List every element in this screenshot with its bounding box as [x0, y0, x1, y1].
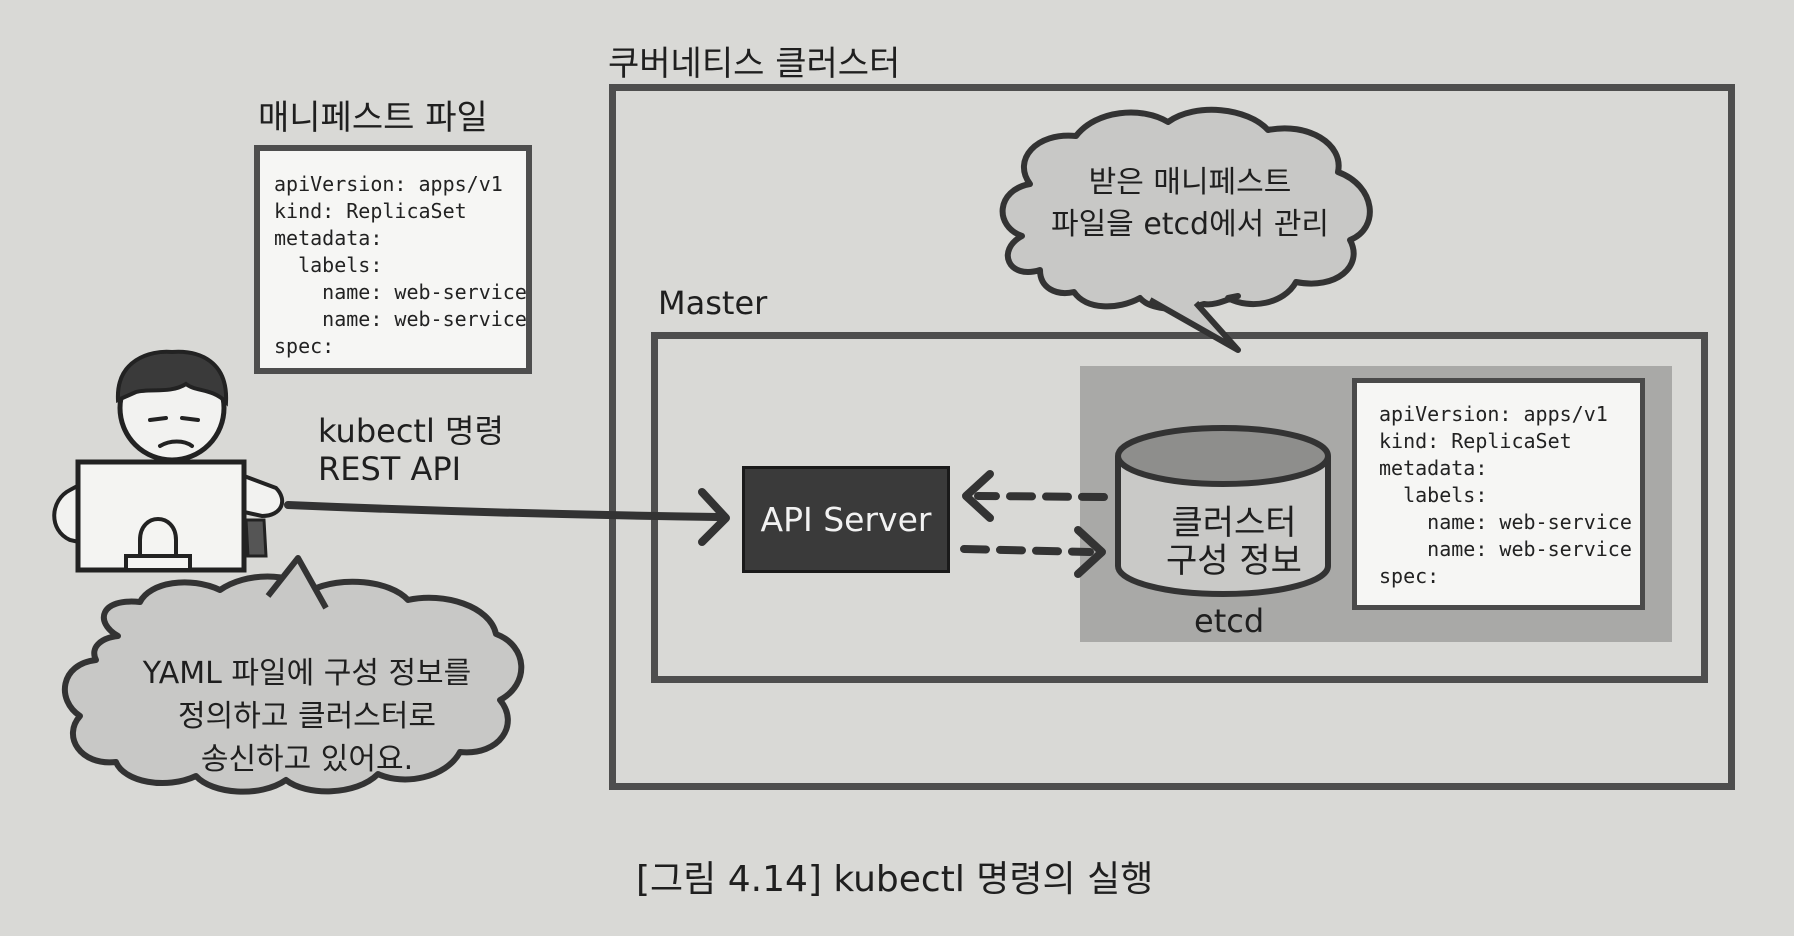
etcd-manifest-line: name: web-service — [1379, 510, 1632, 534]
manifest-line: labels: — [274, 253, 383, 277]
bottom-bubble-tail — [265, 555, 329, 610]
api-to-etcd-arrow — [960, 526, 1106, 578]
master-label: Master — [658, 284, 768, 322]
master-box — [651, 332, 1708, 683]
etcd-manifest-line: apiVersion: apps/v1 — [1379, 402, 1608, 426]
manifest-line: name: web-service — [274, 307, 527, 331]
etcd-to-api-arrow — [962, 470, 1108, 522]
bottom-bubble-line-3: 송신하고 있어요. — [200, 742, 414, 777]
manifest-line: kind: ReplicaSet — [274, 199, 467, 223]
cluster-title: 쿠버네티스 클러스터 — [608, 44, 901, 84]
bottom-bubble-line-1: YAML 파일에 구성 정보를 — [142, 656, 472, 691]
etcd-cylinder-icon — [1115, 425, 1331, 597]
etcd-cylinder-label: 클러스터 구성 정보 — [1134, 504, 1334, 580]
etcd-manifest-line: metadata: — [1379, 456, 1488, 480]
api-server-box: API Server — [742, 466, 950, 573]
etcd-manifest-line: name: web-service — [1379, 537, 1632, 561]
request-arrow — [284, 488, 730, 546]
etcd-manifest-box: apiVersion: apps/v1 kind: ReplicaSet met… — [1352, 378, 1645, 610]
manifest-line: spec: — [274, 334, 335, 358]
command-label: kubectl 명령 — [318, 412, 504, 450]
etcd-label: etcd — [1194, 602, 1265, 640]
api-server-label: API Server — [760, 500, 932, 539]
manifest-line: apiVersion: apps/v1 — [274, 172, 503, 196]
manifest-line: name: web-service — [274, 280, 527, 304]
cluster-box — [609, 84, 1735, 790]
etcd-manifest-line: labels: — [1379, 483, 1488, 507]
bottom-bubble-body — [62, 573, 525, 795]
manifest-line: metadata: — [274, 226, 383, 250]
top-bubble-text: 받은 매니페스트 파일을 etcd에서 관리 — [1040, 162, 1340, 246]
bottom-bubble-text: YAML 파일에 구성 정보를 정의하고 클러스터로 송신하고 있어요. — [82, 652, 532, 781]
cylinder-line-2: 구성 정보 — [1166, 541, 1302, 581]
etcd-manifest-line: spec: — [1379, 564, 1440, 588]
cylinder-line-1: 클러스터 — [1171, 503, 1297, 543]
manifest-file-box: apiVersion: apps/v1 kind: ReplicaSet met… — [254, 145, 532, 374]
top-bubble-tail — [1148, 297, 1241, 353]
top-bubble-line-1: 받은 매니페스트 — [1088, 165, 1292, 200]
bottom-bubble-line-2: 정의하고 클러스터로 — [178, 699, 436, 734]
figure-caption: [그림 4.14] kubectl 명령의 실행 — [636, 859, 1154, 900]
rest-api-label: REST API — [318, 450, 462, 488]
top-bubble-line-2: 파일을 etcd에서 관리 — [1050, 207, 1330, 242]
user-person-icon — [52, 349, 285, 573]
manifest-title: 매니페스트 파일 — [258, 98, 488, 138]
etcd-manifest-line: kind: ReplicaSet — [1379, 429, 1572, 453]
